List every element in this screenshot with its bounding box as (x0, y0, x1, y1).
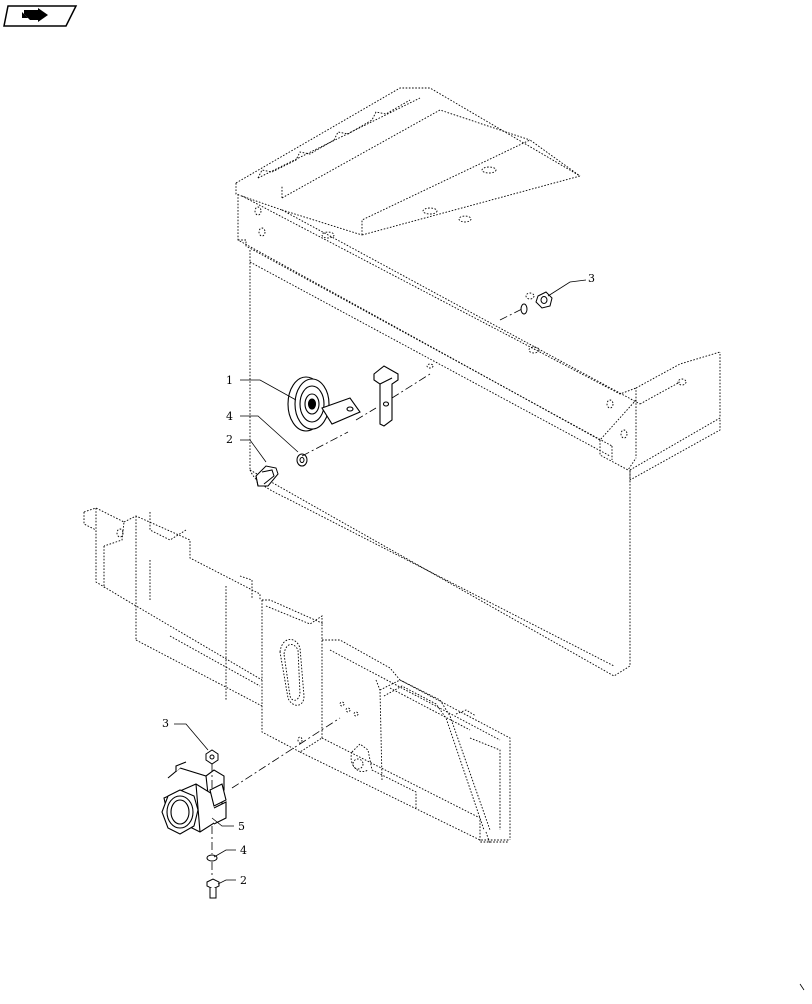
callout-5: 5 (238, 820, 245, 833)
assembly-centerline-upper (301, 308, 523, 457)
callout-2-top: 2 (226, 433, 233, 446)
page-corner-mark (799, 983, 805, 991)
next-page-arrow-icon[interactable] (3, 5, 78, 27)
nut-part-3-upper (520, 291, 553, 315)
callout-4-top: 4 (226, 410, 233, 423)
nut-part-3-lower (205, 749, 219, 765)
callout-3-top: 3 (588, 272, 595, 285)
callout-2-bottom: 2 (240, 874, 247, 887)
assembly-centerline-lower (211, 717, 341, 878)
horn-part-1 (287, 376, 361, 432)
lower-frame (83, 507, 511, 845)
mounting-bracket (373, 365, 399, 427)
bolt-part-2-lower (206, 878, 220, 899)
washer-part-4-upper (296, 453, 308, 467)
upper-frame (235, 87, 721, 677)
bolt-part-2-upper (255, 465, 279, 487)
leader-lines (174, 279, 587, 885)
callout-4-bottom: 4 (240, 844, 247, 857)
callout-1: 1 (226, 374, 233, 387)
alarm-part-5 (161, 761, 227, 835)
callout-3-bottom: 3 (162, 717, 169, 730)
